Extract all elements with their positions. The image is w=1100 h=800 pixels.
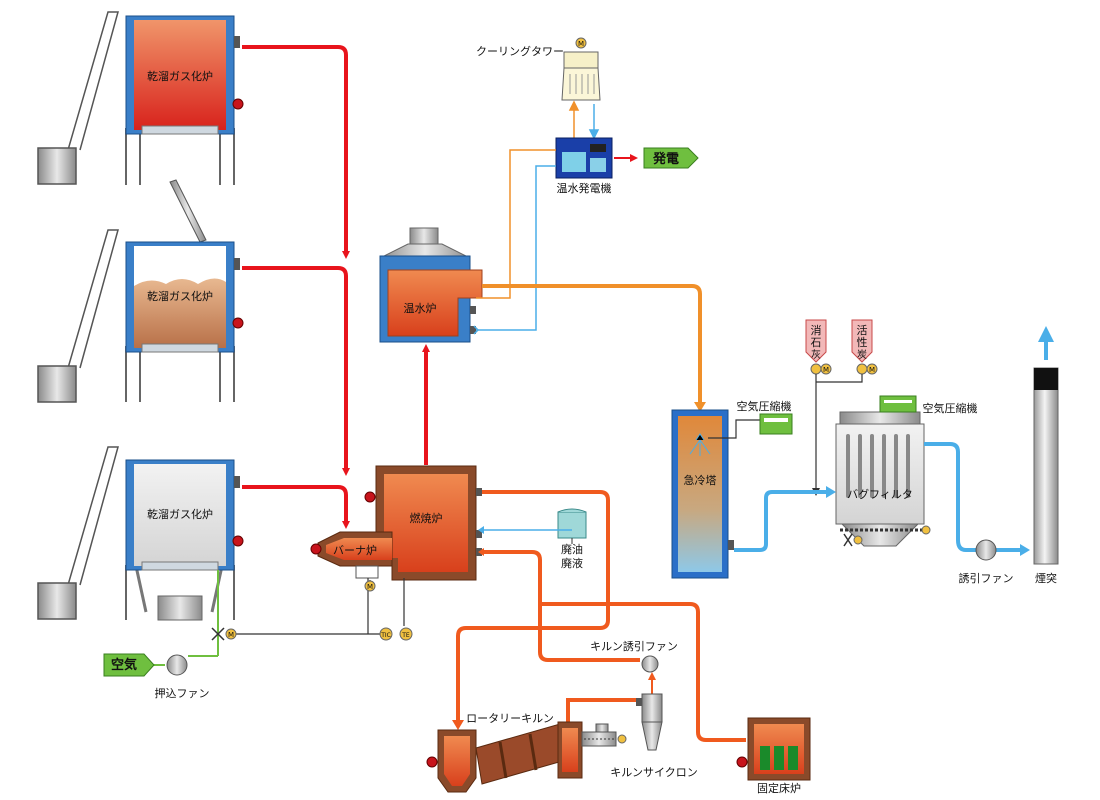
conveyor-3 xyxy=(37,446,119,620)
gasifier-1: 乾溜ガス化炉 xyxy=(125,15,244,185)
waste-oil-label-1: 廃油 xyxy=(561,542,583,556)
slaked-lime-silo: 消 石 灰 M xyxy=(805,319,832,375)
air-label: 空気 xyxy=(111,657,137,673)
air-compressor-2-label: 空気圧縮機 xyxy=(923,401,978,415)
stack: 煙突 xyxy=(1033,367,1059,585)
hot-water-generator: 温水発電機 xyxy=(555,137,613,195)
activated-carbon-label-1: 活 xyxy=(857,324,868,337)
gas-lines xyxy=(242,45,430,529)
boiler-water-loop xyxy=(473,149,556,335)
gasifier-2-label: 乾溜ガス化炉 xyxy=(147,289,213,303)
induced-fan: 誘引ファン xyxy=(959,539,1014,585)
air-compressor-1-label: 空気圧縮機 xyxy=(737,399,792,413)
m-label-ct: M xyxy=(578,40,584,48)
te-label: TE xyxy=(401,632,410,639)
cyclone-arrow-icon xyxy=(648,672,656,680)
slaked-lime-label-1: 消 xyxy=(811,323,822,337)
stack-exhaust-arrow-icon xyxy=(1038,326,1054,342)
hot-water-generator-label: 温水発電機 xyxy=(557,181,612,195)
quench-tower-label: 急冷塔 xyxy=(684,473,717,487)
activated-carbon-silo: 活 性 炭 M xyxy=(851,319,878,375)
kiln-cyclone: キルンサイクロン xyxy=(610,693,698,779)
flue-arrow-1-icon xyxy=(826,486,836,498)
waste-oil-label-2: 廃液 xyxy=(561,556,583,570)
burner-motor-icon xyxy=(364,580,376,592)
waste-oil-tank: 廃油 廃液 xyxy=(478,508,587,570)
quench-tower: 急冷塔 xyxy=(671,409,734,579)
chemical-line xyxy=(815,374,863,490)
fixed-bed-furnace-label: 固定床炉 xyxy=(757,781,801,795)
m-label-burner: M xyxy=(367,583,373,591)
burner-furnace-label: バーナ炉 xyxy=(333,544,377,557)
hot-water-boiler: 温水炉 xyxy=(379,227,483,343)
cooling-tower-label: クーリングタワー xyxy=(476,44,564,58)
bag-filter: バグフィルタ 空気圧縮機 xyxy=(835,395,978,547)
water-lines-top xyxy=(568,100,600,140)
gasifier-2: 乾溜ガス化炉 xyxy=(125,179,244,402)
gasifier-1-label: 乾溜ガス化炉 xyxy=(147,69,213,83)
combustion-furnace-label: 燃焼炉 xyxy=(410,511,443,525)
rotary-kiln: ロータリーキルン xyxy=(426,712,627,793)
tic-icon xyxy=(379,627,393,641)
kiln-arrow-icon xyxy=(452,720,464,730)
slaked-lime-label-2: 石 xyxy=(811,336,822,349)
m-label-lime: M xyxy=(823,366,829,374)
hot-gas-line xyxy=(482,284,702,404)
kiln-lines xyxy=(456,490,746,742)
tic-label: TIC xyxy=(380,632,391,639)
flue-gas-lines xyxy=(734,340,1048,552)
air-valve-motor-icon xyxy=(225,628,237,640)
conveyor-1 xyxy=(37,11,119,185)
flue-arrow-2-icon xyxy=(1020,544,1030,556)
combustion-furnace: 燃焼炉 バーナ炉 xyxy=(310,465,482,581)
slaked-lime-label-3: 灰 xyxy=(811,348,821,361)
cooling-tower: M クーリングタワー xyxy=(476,37,601,101)
push-fan-label: 押込ファン xyxy=(155,686,210,700)
induced-fan-label: 誘引ファン xyxy=(959,571,1014,585)
conveyor-2 xyxy=(37,229,119,403)
activated-carbon-label-3: 炭 xyxy=(857,349,867,361)
bag-filter-label: バグフィルタ xyxy=(847,487,913,501)
air-valve-icon xyxy=(211,627,225,641)
hot-water-boiler-label: 温水炉 xyxy=(404,302,437,315)
rotary-kiln-label: ロータリーキルン xyxy=(466,712,554,725)
m-label-carbon: M xyxy=(869,366,875,374)
fixed-bed-furnace: 固定床炉 xyxy=(736,717,811,795)
hot-gas-arrow-icon xyxy=(694,402,706,412)
power-output: 発電 xyxy=(614,147,699,169)
air-compressor-1: 空気圧縮機 xyxy=(708,399,793,439)
te-icon xyxy=(399,627,413,641)
air-tag: 空気 xyxy=(103,653,155,677)
kiln-induced-fan-label: キルン誘引ファン xyxy=(590,639,678,653)
gasifier-3-label: 乾溜ガス化炉 xyxy=(147,507,213,521)
m-label-air: M xyxy=(228,631,234,639)
power-label: 発電 xyxy=(652,151,679,167)
kiln-return-arrow-icon xyxy=(478,548,484,556)
kiln-cyclone-label: キルンサイクロン xyxy=(610,766,698,779)
kiln-induced-fan: キルン誘引ファン xyxy=(590,639,678,673)
push-fan: 押込ファン xyxy=(155,654,210,700)
stack-label: 煙突 xyxy=(1035,571,1057,585)
activated-carbon-label-2: 性 xyxy=(857,335,868,349)
gasifier-3: 乾溜ガス化炉 xyxy=(125,459,244,621)
